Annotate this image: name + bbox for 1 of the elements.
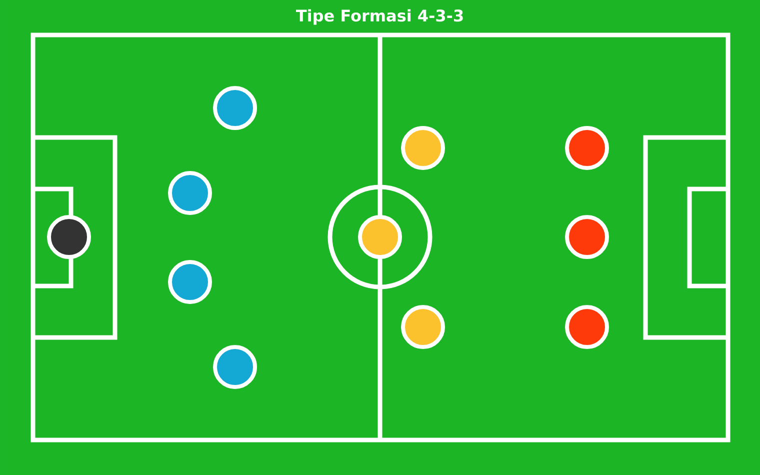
title: Tipe Formasi 4-3-3 bbox=[296, 9, 463, 25]
